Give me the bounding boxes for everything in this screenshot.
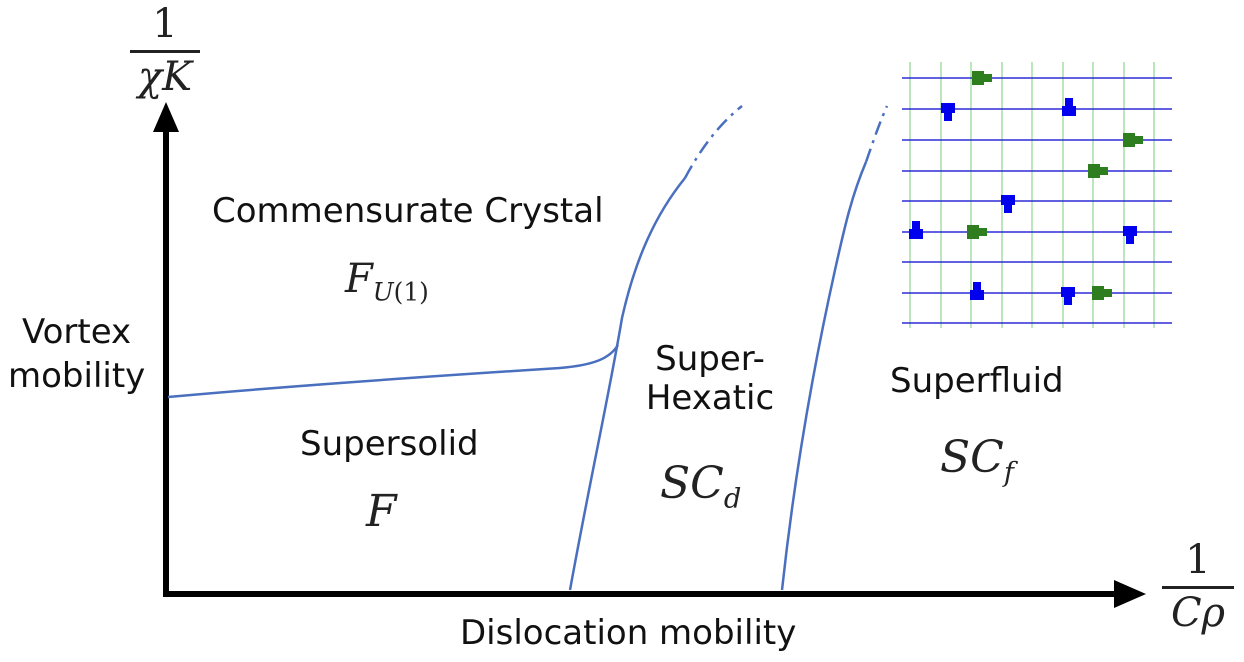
blue-dislocation-marker (1123, 226, 1137, 244)
phase-commensurate-crystal-name: Commensurate Crystal (212, 191, 604, 231)
commensurate-symbol-main: F (345, 256, 373, 302)
y-fraction-bar (130, 50, 200, 53)
phase-superhexatic-name: Super- Hexatic (640, 339, 780, 419)
y-fraction-denominator: χK (137, 54, 193, 100)
superfluid-symbol-main: SC (940, 432, 1004, 483)
phase-superhexatic-symbol: SCd (660, 458, 741, 515)
green-dislocation-marker (1123, 133, 1143, 147)
x-axis-fraction: 1 Cρ (1162, 540, 1234, 633)
blue-dislocation-marker (1061, 287, 1075, 305)
superfluid-symbol-sub: f (1003, 457, 1014, 489)
lattice-inset (902, 62, 1172, 328)
y-axis-arrowhead (153, 102, 179, 132)
superhexatic-line2: Hexatic (645, 378, 775, 419)
phase-supersolid-name: Supersolid (300, 424, 479, 464)
blue-dislocation-marker (1001, 195, 1015, 213)
green-dislocation-marker (1092, 286, 1112, 300)
commensurate-symbol-sub: U(1) (373, 278, 429, 307)
x-fraction-denominator: Cρ (1170, 590, 1226, 636)
green-dislocation-marker (967, 225, 987, 239)
superhexatic-symbol-main: SC (660, 458, 724, 509)
boundary-superfluid-dashed (864, 105, 889, 163)
y-axis-label-line1: Vortex (22, 312, 132, 352)
blue-dislocation-marker (970, 282, 984, 300)
boundary-superhexatic-superfluid (780, 161, 868, 591)
commensurate-sub-u: U(1) (372, 277, 429, 307)
phase-superfluid-symbol: SCf (940, 432, 1014, 489)
boundary-supersolid-superhexatic (568, 177, 686, 591)
y-axis-label-line2: mobility (8, 356, 146, 397)
boundary-crystal-supersolid (167, 344, 620, 399)
x-fraction-numerator: 1 (1185, 537, 1211, 583)
superhexatic-line1: Super- (655, 339, 765, 379)
phase-supersolid-symbol: F (366, 486, 397, 537)
green-dislocation-marker (1088, 164, 1108, 178)
green-dislocation-marker (972, 71, 992, 85)
phase-superfluid-name: Superfluid (890, 361, 1064, 401)
x-axis-arrowhead (1114, 580, 1146, 608)
blue-dislocation-marker (941, 103, 955, 121)
phase-commensurate-crystal-symbol: FU(1) (345, 256, 429, 307)
superhexatic-symbol-sub: d (723, 483, 742, 515)
blue-dislocation-marker (909, 221, 923, 239)
blue-dislocation-marker (1062, 98, 1076, 116)
y-axis-fraction: 1 χK (130, 4, 200, 97)
x-axis-label: Dislocation mobility (460, 613, 797, 653)
y-axis-label: Vortex mobility (8, 310, 145, 398)
boundary-superhexatic-dashed (683, 105, 743, 179)
y-fraction-numerator: 1 (152, 1, 178, 47)
x-fraction-bar (1162, 586, 1234, 589)
